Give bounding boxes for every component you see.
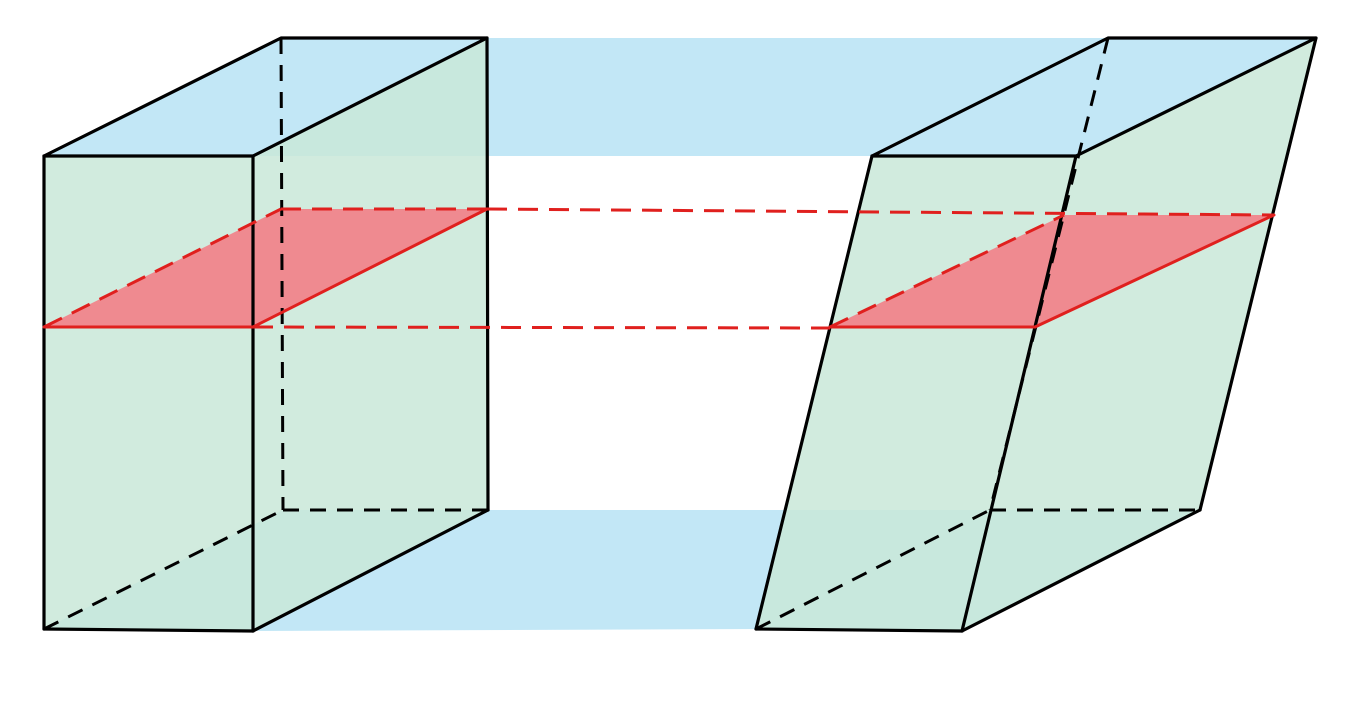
right-prism-right-face bbox=[962, 38, 1316, 631]
left-section-right-line bbox=[251, 207, 489, 329]
right-prism bbox=[754, 36, 1318, 633]
right-prism-front-left-edge bbox=[754, 154, 874, 631]
left-prism bbox=[42, 36, 490, 633]
left-prism-front-face bbox=[44, 156, 253, 631]
left-prism-top-face bbox=[44, 38, 487, 156]
right-prism-front-right-edge bbox=[960, 154, 1078, 633]
left-prism-hidden-vertical-edge bbox=[279, 37, 285, 511]
right-section-right-line bbox=[1033, 213, 1276, 329]
left-prism-back-right-edge bbox=[485, 36, 490, 512]
right-prism-hidden-bottom-left-edge bbox=[755, 508, 991, 631]
section-plane-lines bbox=[42, 207, 1276, 330]
right-section-left-dashed-line bbox=[829, 213, 1065, 329]
left-prism-right-face bbox=[253, 38, 488, 631]
plane-front-dashed-line bbox=[252, 325, 831, 330]
left-prism-bottom-front-edge bbox=[42, 627, 255, 633]
left-cross-section bbox=[44, 209, 487, 327]
left-section-left-dashed-line bbox=[43, 207, 282, 329]
left-prism-bottom-right-edge bbox=[251, 508, 490, 633]
right-prism-back-right-edge bbox=[1198, 36, 1318, 512]
right-cross-section bbox=[830, 215, 1274, 327]
right-prism-bottom-right-edge bbox=[960, 508, 1202, 633]
plane-back-dashed-line bbox=[486, 207, 1275, 217]
right-prism-bottom-front-edge bbox=[754, 627, 964, 633]
left-prism-hidden-bottom-left-edge bbox=[43, 508, 284, 631]
